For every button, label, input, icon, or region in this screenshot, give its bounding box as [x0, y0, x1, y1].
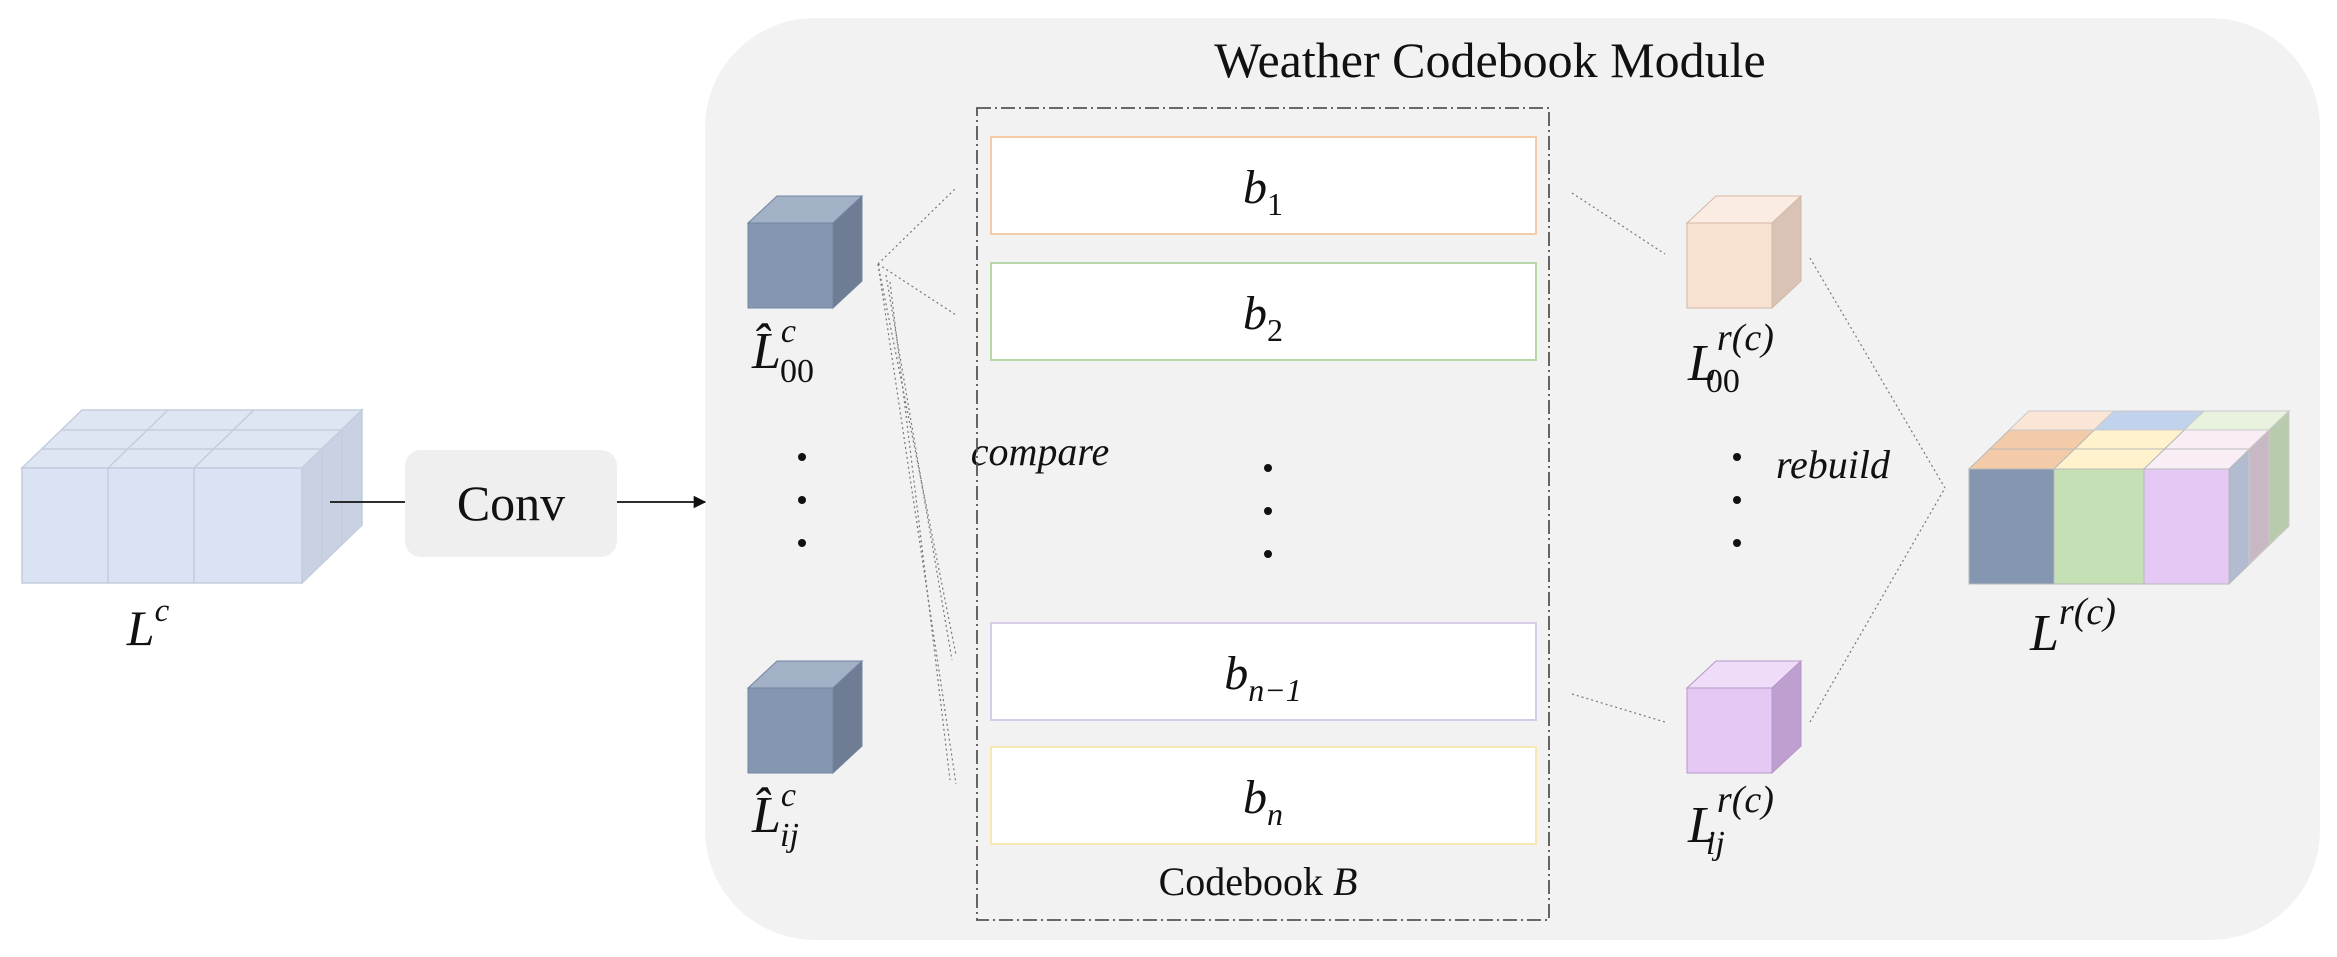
rebuilt-cube-bottom [1685, 659, 1803, 775]
conv-label: Conv [457, 475, 565, 531]
codebook-frame [976, 107, 1550, 921]
svg-text:b2: b2 [1243, 287, 1283, 348]
svg-text:bn: bn [1243, 771, 1283, 832]
input-feature-block [20, 408, 364, 585]
conv-box [405, 450, 617, 557]
vertical-ellipsis-latent [798, 453, 806, 547]
input-label: Lc [126, 593, 170, 656]
output-label: Lr(c) [2029, 591, 2116, 662]
module-title: Weather Codebook Module [1214, 32, 1765, 88]
compare-label: compare [971, 429, 1109, 474]
rebuild-label: rebuild [1776, 442, 1891, 487]
codebook-entry: bn−1 [990, 622, 1537, 721]
codebook-entries: b1 b2 bn−1 bn [990, 136, 1537, 845]
codebook-entry: bn [990, 746, 1537, 845]
vertical-ellipsis-codebook [1264, 464, 1272, 558]
latent-cube-top [746, 194, 864, 310]
rebuild-connectors [1809, 257, 1946, 723]
latent-cube-bottom [746, 659, 864, 775]
codebook-entry: b1 [990, 136, 1537, 235]
vertical-ellipsis-rebuilt [1733, 453, 1741, 547]
lookup-connectors [1571, 192, 1666, 723]
svg-text:b1: b1 [1243, 161, 1283, 222]
svg-text:bn−1: bn−1 [1224, 647, 1302, 708]
output-block-top-row [2007, 409, 2291, 566]
rebuilt-label-top: Lr(c)00 [1687, 317, 1774, 400]
rebuilt-cube-top [1685, 194, 1803, 310]
compare-connectors [877, 187, 957, 785]
rebuilt-label-bottom: Lr(c)ij [1687, 779, 1774, 862]
codebook-entry: b2 [990, 262, 1537, 361]
codebook-caption: Codebook B [1159, 859, 1358, 904]
output-feature-block [1967, 409, 2291, 586]
